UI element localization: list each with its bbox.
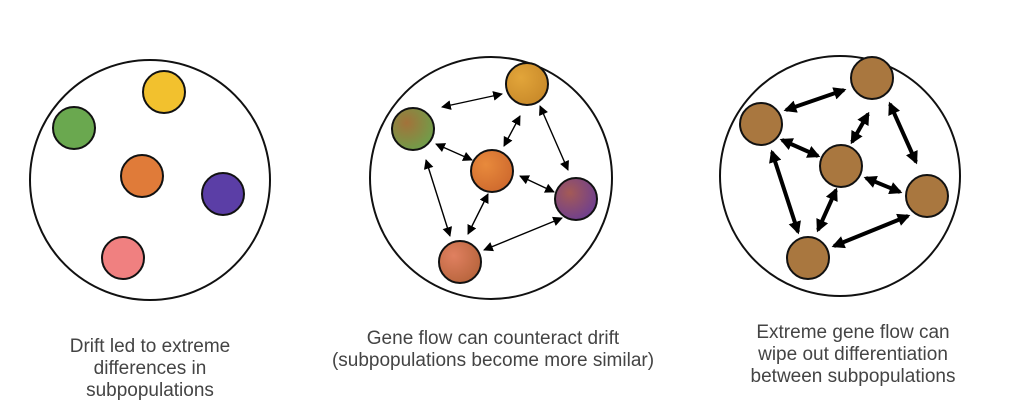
gene-flow-arrow bbox=[816, 187, 838, 233]
pink-subpopulation bbox=[101, 236, 145, 280]
green-subpopulation bbox=[52, 106, 96, 150]
gene-flow-arrow bbox=[850, 111, 870, 145]
panel-extreme-gene-flow bbox=[719, 55, 961, 297]
brown-subpopulation-bottom bbox=[786, 236, 830, 280]
caption-drift: Drift led to extreme differences in subp… bbox=[69, 336, 231, 401]
population-boundary bbox=[369, 56, 613, 300]
gene-flow-arrow bbox=[483, 216, 563, 252]
gene-flow-arrow bbox=[503, 115, 521, 147]
panel-gene-flow bbox=[369, 56, 613, 300]
gene-flow-arrow bbox=[863, 175, 903, 195]
gene-flow-arrows bbox=[769, 87, 918, 249]
purple-subpopulation bbox=[201, 172, 245, 216]
orange-subpopulation bbox=[470, 149, 514, 193]
purple-orange-subpopulation bbox=[554, 177, 598, 221]
gene-flow-arrow bbox=[539, 105, 569, 171]
gene-flow-arrow bbox=[783, 87, 847, 113]
caption-extreme-gene-flow: Extreme gene flow can wipe out different… bbox=[750, 322, 956, 387]
gene-flow-arrows bbox=[423, 91, 569, 252]
caption-gene-flow: Gene flow can counteract drift (subpopul… bbox=[331, 328, 655, 371]
pink-orange-subpopulation bbox=[438, 240, 482, 284]
brown-subpopulation-left bbox=[739, 102, 783, 146]
orange-subpopulation bbox=[120, 154, 164, 198]
green-orange-subpopulation bbox=[391, 107, 435, 151]
gene-flow-arrow bbox=[435, 143, 473, 161]
population-boundary bbox=[29, 59, 271, 301]
brown-subpopulation-center bbox=[819, 144, 863, 188]
gene-flow-arrow bbox=[769, 149, 801, 235]
yellow-orange-subpopulation bbox=[505, 62, 549, 106]
gene-flow-arrow bbox=[779, 138, 821, 158]
gene-flow-arrow bbox=[423, 159, 453, 237]
gene-flow-arrow bbox=[467, 193, 489, 235]
population-boundary bbox=[719, 55, 961, 297]
brown-subpopulation-right bbox=[905, 174, 949, 218]
gene-flow-arrow bbox=[441, 91, 503, 110]
brown-subpopulation-top bbox=[850, 56, 894, 100]
gene-flow-arrow bbox=[519, 175, 555, 193]
yellow-subpopulation bbox=[142, 70, 186, 114]
gene-flow-arrow bbox=[888, 101, 918, 165]
gene-flow-arrow bbox=[831, 213, 911, 249]
panel-drift bbox=[29, 59, 271, 301]
